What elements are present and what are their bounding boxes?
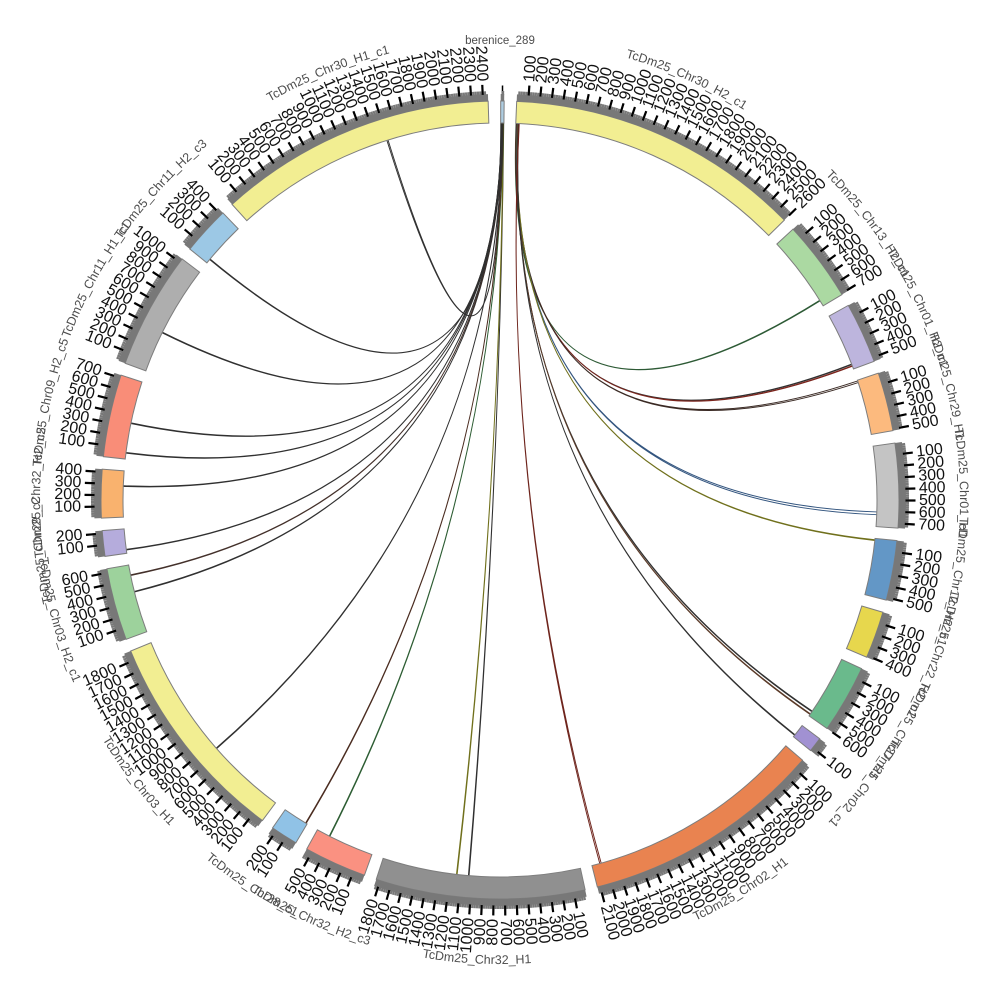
svg-text:600: 600 [581,63,603,93]
svg-text:600: 600 [509,918,527,945]
svg-text:1200: 1200 [432,914,454,952]
svg-text:100: 100 [54,498,81,515]
svg-text:700: 700 [593,65,616,95]
svg-text:500: 500 [63,580,93,602]
svg-text:500: 500 [919,492,946,509]
svg-text:1400: 1400 [406,910,429,948]
svg-text:300: 300 [61,405,91,427]
svg-text:300: 300 [545,914,565,943]
svg-text:400: 400 [65,592,95,615]
svg-text:100: 100 [521,55,540,83]
svg-text:400: 400 [908,400,938,422]
svg-text:200: 200 [917,453,945,472]
svg-text:1900: 1900 [407,52,430,90]
svg-text:1000: 1000 [458,917,478,954]
svg-text:700: 700 [497,919,514,946]
svg-text:500: 500 [521,917,540,945]
svg-text:200: 200 [912,558,941,579]
svg-text:2400: 2400 [472,45,491,81]
svg-text:1300: 1300 [419,912,441,950]
svg-text:500: 500 [569,60,591,89]
svg-text:800: 800 [484,919,501,946]
svg-text:800: 800 [605,68,629,98]
svg-text:2000: 2000 [420,50,442,88]
svg-text:500: 500 [66,380,96,403]
svg-text:300: 300 [905,387,935,410]
svg-text:400: 400 [919,479,946,497]
svg-text:200: 200 [902,375,932,398]
svg-text:100: 100 [569,910,591,939]
svg-text:600: 600 [60,568,89,590]
svg-text:200: 200 [59,418,88,439]
svg-text:400: 400 [557,58,578,87]
svg-text:400: 400 [533,916,553,944]
svg-text:400: 400 [64,393,94,416]
svg-text:100: 100 [57,430,86,451]
svg-text:2200: 2200 [446,47,466,84]
svg-text:700: 700 [918,516,946,535]
svg-text:300: 300 [910,570,940,592]
svg-text:400: 400 [907,582,937,604]
svg-text:300: 300 [68,604,98,628]
svg-text:600: 600 [70,368,100,392]
svg-text:300: 300 [545,57,565,86]
svg-text:1100: 1100 [445,916,465,952]
svg-text:200: 200 [533,56,553,84]
svg-text:600: 600 [919,504,946,522]
svg-text:300: 300 [918,466,946,484]
svg-text:2300: 2300 [459,46,479,83]
svg-text:100: 100 [914,546,943,566]
svg-text:2100: 2100 [433,48,454,86]
svg-text:900: 900 [471,918,489,946]
svg-text:100: 100 [915,441,944,461]
svg-text:200: 200 [557,912,578,941]
svg-text:200: 200 [54,486,81,503]
svg-text:500: 500 [911,412,940,434]
svg-text:berenice_289: berenice_289 [465,35,535,47]
svg-text:400: 400 [55,460,83,479]
svg-text:100: 100 [56,539,85,559]
svg-text:300: 300 [54,473,81,491]
svg-text:500: 500 [904,594,934,617]
svg-text:200: 200 [55,527,83,546]
